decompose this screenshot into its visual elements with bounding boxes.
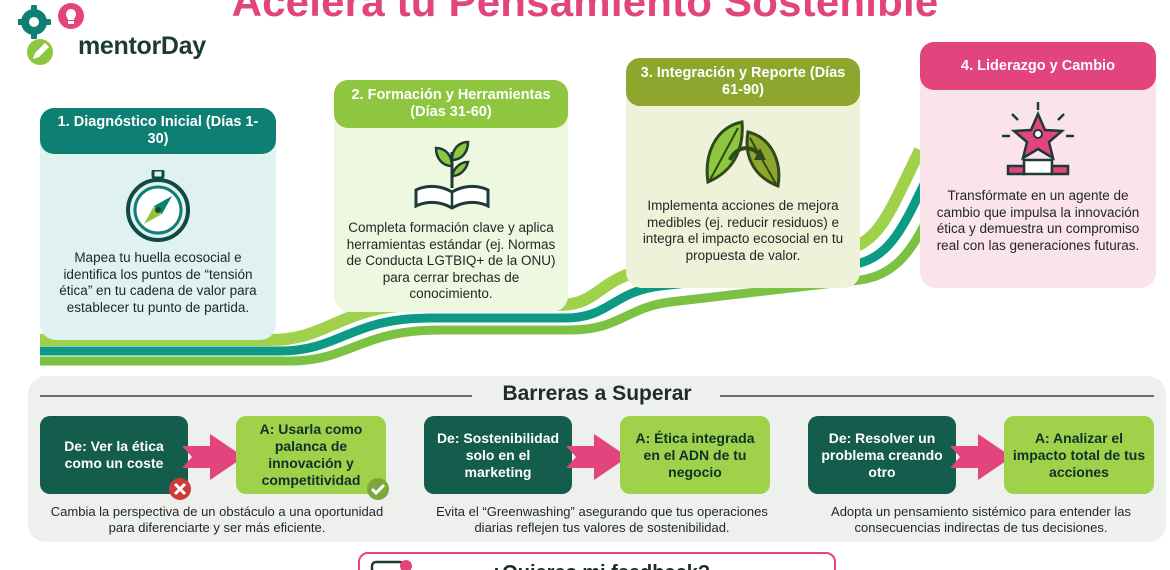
barriers-title: Barreras a Superar — [502, 382, 692, 405]
check-icon — [367, 478, 389, 500]
leaf-cycle-icon — [700, 116, 786, 197]
stage-description: Implementa acciones de mejora medibles (… — [642, 198, 844, 263]
stage-description: Mapea tu huella ecosocial e identifica l… — [59, 250, 257, 315]
feedback-text: ¿Quieres mi feedback? — [490, 562, 710, 570]
page-title: Acelera tu Pensamiento Sostenible — [231, 0, 939, 25]
gear-icon — [18, 5, 51, 39]
stage-liderazgo: 4. Liderazgo y Cambio Transfórmate en un… — [920, 42, 1156, 288]
stage-formacion: 2. Formación y Herramientas (Días 31-60)… — [334, 80, 568, 312]
cross-icon — [169, 478, 191, 500]
stage-title: 3. Integración y Reporte (Días 61-90) — [626, 58, 860, 106]
mentorday-logo: mentorDay — [18, 2, 218, 68]
stage-description: Transfórmate en un agente de cambio que … — [936, 188, 1140, 253]
stage-title: 1. Diagnóstico Inicial (Días 1-30) — [40, 108, 276, 154]
barrier-from-box: De: Resolver un problema creando otro — [808, 416, 956, 494]
barrier-description: Adopta un pensamiento sistémico para ent… — [831, 504, 1131, 535]
chat-icon — [370, 560, 412, 570]
stage-description: Completa formación clave y aplica herram… — [346, 220, 556, 301]
stage-title: 4. Liderazgo y Cambio — [920, 42, 1156, 90]
stage-title: 2. Formación y Herramientas (Días 31-60) — [334, 80, 568, 128]
barriers-section: Barreras a Superar De: Ver la ética como… — [28, 376, 1166, 542]
star-leader-icon — [998, 100, 1078, 183]
compass-icon — [122, 168, 194, 247]
book-sprout-icon — [412, 136, 492, 217]
arrow-right-icon — [182, 434, 244, 480]
divider — [720, 395, 1154, 397]
barrier-from-box: De: Sostenibilidad solo en el marketing — [424, 416, 572, 494]
logo-icons — [18, 3, 84, 65]
barrier-to-box: A: Ética integrada en el ADN de tu negoc… — [620, 416, 770, 494]
stage-diagnostico: 1. Diagnóstico Inicial (Días 1-30) Mapea… — [40, 108, 276, 340]
feedback-box[interactable]: ¿Quieres mi feedback? — [358, 552, 836, 570]
divider — [40, 395, 472, 397]
arrow-right-icon — [566, 434, 628, 480]
lightbulb-icon — [58, 3, 84, 29]
barrier-to-box: A: Analizar el impacto total de tus acci… — [1004, 416, 1154, 494]
barrier-description: Cambia la perspectiva de un obstáculo a … — [50, 504, 384, 535]
stage-integracion: 3. Integración y Reporte (Días 61-90) Im… — [626, 58, 860, 288]
logo-text: mentorDay — [78, 32, 206, 60]
barrier-description: Evita el “Greenwashing” asegurando que t… — [436, 504, 768, 535]
arrow-right-icon — [950, 434, 1012, 480]
pencil-icon — [27, 39, 53, 65]
barrier-from-box: De: Ver la ética como un coste — [40, 416, 188, 494]
barrier-to-box: A: Usarla como palanca de innovación y c… — [236, 416, 386, 494]
